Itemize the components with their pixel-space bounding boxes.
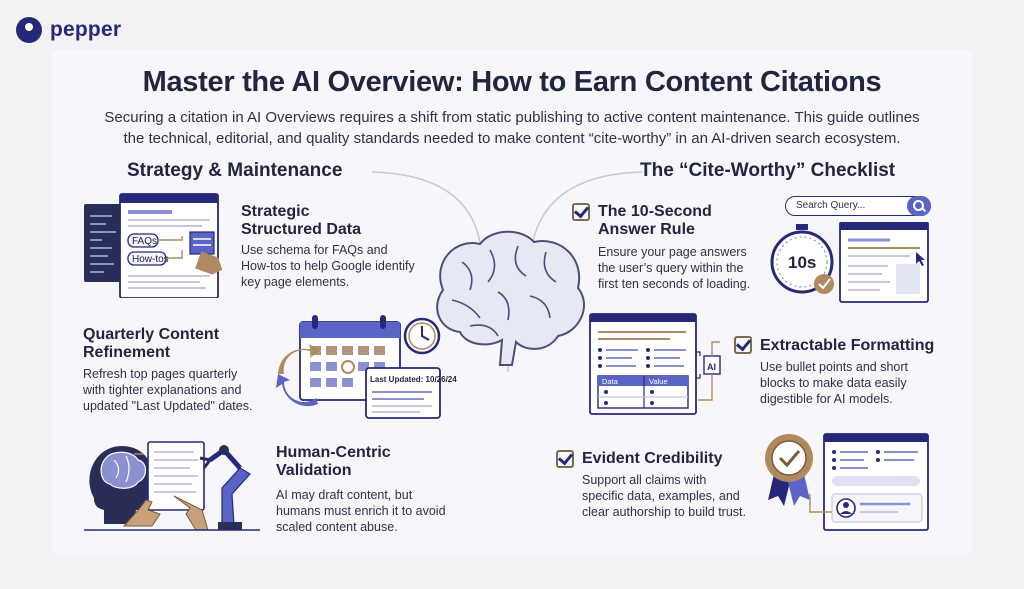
right-column-title: The “Cite-Worthy” Checklist (640, 160, 896, 181)
ten-second-body-line-1: Ensure your page answers (598, 245, 747, 259)
page-title: Master the AI Overview: How to Earn Cont… (142, 66, 882, 98)
ten-second-body-line-3: first ten seconds of loading. (598, 277, 751, 291)
table-header-data: Data (602, 377, 618, 386)
intro-line-2: the technical, editorial, and quality st… (123, 130, 901, 147)
credibility-body-line-3: clear authorship to build trust. (582, 505, 746, 519)
quarterly-title-line-1: Quarterly Content (83, 326, 220, 343)
structured-data-body: Use schema for FAQs and How-tos to help … (241, 242, 415, 290)
stopwatch-page-illustration (770, 222, 929, 303)
brand-name: pepper (50, 18, 122, 41)
last-updated-label: Last Updated: 10/26/24 (370, 375, 457, 384)
structured-data-title-line-2: Structured Data (241, 221, 362, 238)
human-validation-illustration (84, 441, 260, 531)
evident-credibility-title: Evident Credibility (582, 450, 723, 467)
structured-data-body-line-3: key page elements. (241, 275, 350, 289)
extractable-formatting-body: Use bullet points and short blocks to ma… (760, 359, 908, 407)
calendar-refresh-illustration (276, 315, 441, 419)
credibility-illustration (765, 433, 929, 531)
ten-second-body-line-2: the user’s query within the (598, 261, 744, 275)
intro-text: Securing a citation in AI Overviews requ… (80, 107, 944, 149)
human-validation-body: AI may draft content, but humans must en… (276, 487, 446, 535)
quarterly-title-line-2: Refinement (83, 344, 171, 361)
structured-data-body-line-2: How-tos to help Google identify (241, 259, 415, 273)
structured-data-title: Strategic Structured Data (241, 203, 361, 239)
ai-chip-label: AI (707, 362, 716, 372)
human-body-line-3: scaled content abuse. (276, 520, 398, 534)
checkbox-icon (734, 336, 752, 354)
checkbox-icon (556, 450, 574, 468)
quarterly-body-line-2: with tighter explanations and (83, 383, 242, 397)
structured-data-title-line-1: Strategic (241, 203, 310, 220)
structured-data-body-line-1: Use schema for FAQs and (241, 243, 388, 257)
quarterly-body-line-3: updated "Last Updated" dates. (83, 399, 253, 413)
structured-data-illustration (84, 193, 223, 298)
search-query-bar: Search Query... (785, 196, 931, 216)
human-title-line-2: Validation (276, 462, 352, 479)
intro-line-1: Securing a citation in AI Overviews requ… (104, 109, 920, 126)
ten-second-title: The 10-Second Answer Rule (598, 203, 712, 239)
brand-logo[interactable]: pepper (16, 17, 121, 43)
faqs-tag: FAQs (132, 236, 158, 247)
checkbox-icon (572, 203, 590, 221)
human-title-line-1: Human-Centric (276, 444, 391, 461)
ten-second-title-line-2: Answer Rule (598, 221, 695, 238)
timer-label: 10s (788, 253, 817, 272)
search-icon (907, 196, 931, 216)
brain-icon (436, 230, 585, 366)
human-body-line-1: AI may draft content, but (276, 488, 413, 502)
credibility-body-line-1: Support all claims with (582, 473, 707, 487)
formatting-body-line-2: blocks to make data easily (760, 376, 907, 390)
quarterly-refinement-title: Quarterly Content Refinement (83, 326, 219, 362)
credibility-body-line-2: specific data, examples, and (582, 489, 740, 503)
evident-credibility-body: Support all claims with specific data, e… (582, 472, 746, 520)
ten-second-title-line-1: The 10-Second (598, 203, 712, 220)
search-placeholder: Search Query... (796, 200, 866, 211)
ten-second-body: Ensure your page answers the user’s quer… (598, 244, 750, 292)
how-tos-tag: How-tos (132, 254, 169, 265)
formatting-illustration (589, 313, 721, 415)
formatting-body-line-1: Use bullet points and short (760, 360, 909, 374)
formatting-body-line-3: digestible for AI models. (760, 392, 893, 406)
extractable-formatting-title: Extractable Formatting (760, 337, 935, 354)
human-validation-title: Human-Centric Validation (276, 444, 391, 480)
human-body-line-2: humans must enrich it to avoid (276, 504, 446, 518)
left-column-title: Strategy & Maintenance (127, 160, 343, 181)
quarterly-refinement-body: Refresh top pages quarterly with tighter… (83, 366, 252, 414)
pepper-logo-icon (16, 17, 42, 43)
table-header-value: Value (649, 377, 668, 386)
quarterly-body-line-1: Refresh top pages quarterly (83, 367, 238, 381)
